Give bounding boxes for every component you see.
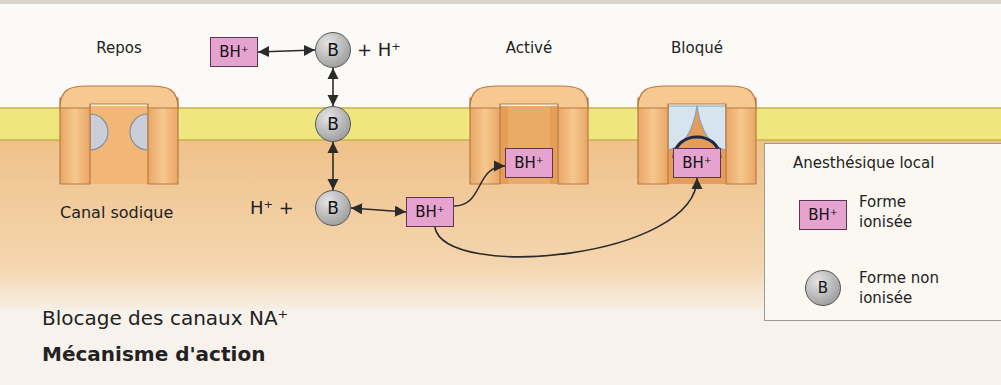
proton-label: + H⁺ [357, 39, 401, 60]
state-heading: Repos [38, 38, 200, 57]
legend-swatch: BH⁺ [799, 200, 847, 230]
legend-sample-text: B [818, 279, 828, 297]
reaction-arrow [435, 178, 697, 257]
ionized-box: BH⁺ [406, 197, 454, 227]
legend-text: Forme non ionisée [859, 268, 955, 308]
ionized-box: BH⁺ [673, 148, 721, 178]
base-letter: B [327, 40, 339, 60]
sodium-channel: BloquéBH⁺ [636, 36, 758, 186]
ionized-box: BH⁺ [210, 37, 258, 67]
state-heading: Bloqué [616, 38, 778, 57]
base-circle: B [315, 106, 351, 142]
ionized-box: BH⁺ [505, 148, 553, 178]
reaction-arrow [351, 208, 406, 212]
base-circle: B [315, 190, 351, 226]
sodium-channel: ActivéBH⁺ [468, 36, 590, 186]
legend-text: Forme ionisée [859, 192, 955, 232]
proton-label: H⁺ + [250, 197, 294, 218]
reaction-arrow [332, 142, 334, 190]
base-letter: B [327, 114, 339, 134]
ionized-label: BH⁺ [514, 154, 544, 172]
channel-shape [58, 84, 180, 186]
legend-sample-text: BH⁺ [808, 206, 838, 224]
reaction-arrow [454, 166, 505, 206]
reaction-arrow [332, 68, 334, 106]
ionized-label: BH⁺ [415, 203, 445, 221]
channel-name: Canal sodique [60, 203, 173, 222]
ionized-label: BH⁺ [219, 43, 249, 61]
legend-circle: B [805, 270, 841, 306]
state-label: Bloqué [671, 39, 723, 57]
legend-panel: Anesthésique localBH⁺ Forme ioniséeB Forme… [764, 143, 1001, 321]
legend-heading: Anesthésique local [793, 153, 934, 172]
state-heading: Activé [448, 38, 610, 57]
legend-title: Anesthésique local [793, 154, 934, 172]
state-label: Activé [506, 39, 552, 57]
sodium-channel: Repos [58, 36, 180, 186]
base-circle: B [315, 32, 351, 68]
ionized-label: BH⁺ [682, 154, 712, 172]
reaction-arrow [258, 50, 315, 52]
figure-caption: Mécanisme d'action [42, 342, 265, 366]
state-label: Repos [96, 39, 142, 57]
figure-title: Blocage des canaux NA⁺ [42, 306, 288, 330]
base-letter: B [327, 198, 339, 218]
